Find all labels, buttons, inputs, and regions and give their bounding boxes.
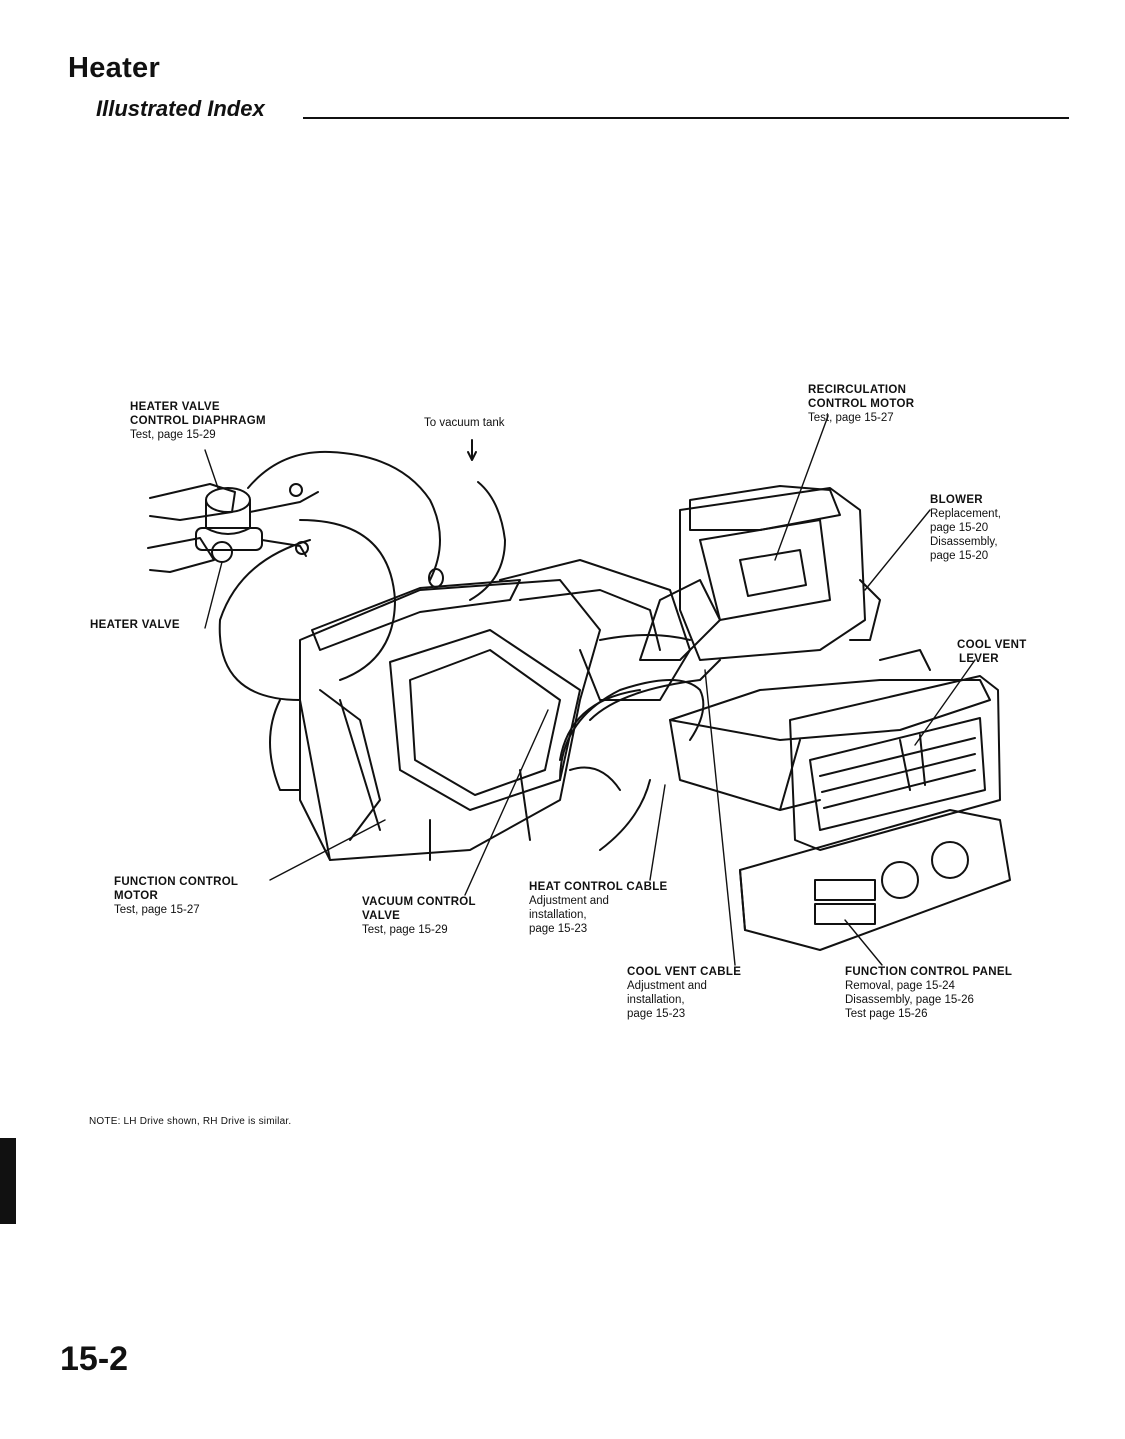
callout-heat-control-cable: HEAT CONTROL CABLE Adjustment and instal… [529,881,668,935]
cables [559,679,705,851]
page-title: Heater [68,52,161,84]
drive-note: NOTE: LH Drive shown, RH Drive is simila… [89,1116,292,1127]
callout-cool-vent-cable: COOL VENT CABLE Adjustment and installat… [627,966,742,1020]
leader-lines [204,415,976,966]
callout-function-control-panel: FUNCTION CONTROL PANEL Removal, page 15-… [845,966,1013,1020]
callout-heater-valve: HEATER VALVE [90,619,180,631]
callout-heater-valve-diaphragm: HEATER VALVE CONTROL DIAPHRAGM Test, pag… [130,401,266,441]
section-tab [0,1138,16,1224]
callout-vacuum-tank: To vacuum tank [424,417,505,429]
callout-vacuum-control-valve: VACUUM CONTROL VALVE Test, page 15-29 [362,896,476,936]
center-ducting [499,559,721,761]
control-panel [739,809,1011,951]
callout-function-control-motor: FUNCTION CONTROL MOTOR Test, page 15-27 [114,876,239,916]
callout-blower: BLOWER Replacement, page 15-20 Disassemb… [930,494,1001,562]
section-subtitle: Illustrated Index [96,96,265,121]
header-rule [303,117,1069,119]
heater-valve-assembly [147,483,319,573]
heater-housing [269,579,601,861]
blower-housing [639,485,881,661]
page-number: 15-2 [60,1340,129,1378]
right-duct [669,649,991,811]
callout-recirculation-motor: RECIRCULATION CONTROL MOTOR Test, page 1… [808,384,915,424]
cool-vent [789,675,1001,851]
callout-cool-vent-lever: COOL VENT LEVER [957,639,1027,665]
